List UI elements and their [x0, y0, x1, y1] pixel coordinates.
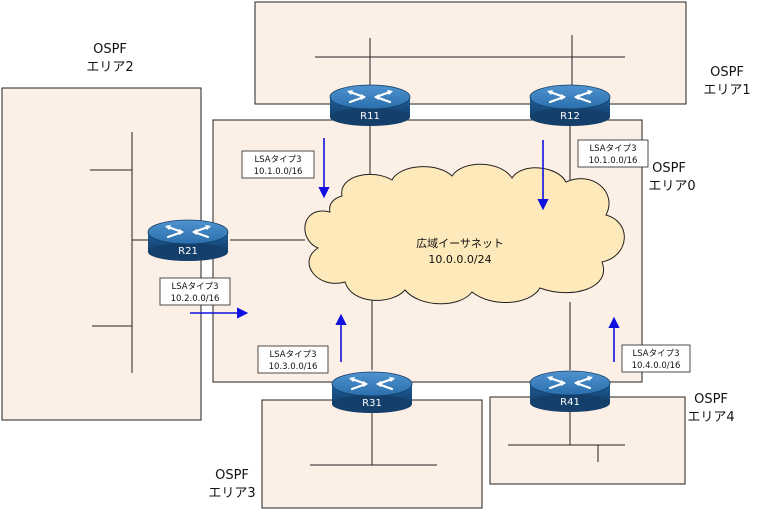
area0-label-line1: OSPF: [652, 161, 686, 176]
area4-label-line2: エリア4: [687, 410, 734, 425]
wan-cloud: [304, 163, 625, 305]
area1-label-line2: エリア1: [703, 83, 750, 98]
router-r31[interactable]: R31: [330, 370, 414, 415]
lsa-r12-type: LSAタイプ3: [589, 144, 636, 154]
lsa-r11-network: 10.1.0.0/16: [254, 167, 303, 177]
lsa-r41-type: LSAタイプ3: [632, 349, 679, 359]
router-r12-label: R12: [560, 111, 580, 122]
lsa-r31-type: LSAタイプ3: [269, 350, 316, 360]
router-r11[interactable]: R11: [328, 83, 412, 128]
router-r12[interactable]: R12: [528, 83, 612, 128]
router-r41[interactable]: R41: [528, 369, 612, 414]
lsa-r12-network: 10.1.0.0/16: [589, 156, 638, 166]
lsa-r41-network: 10.4.0.0/16: [632, 361, 681, 371]
lsa-label-r12: LSAタイプ3 10.1.0.0/16: [577, 139, 649, 168]
lsa-label-r21: LSAタイプ3 10.2.0.0/16: [159, 277, 231, 306]
area4-label-line1: OSPF: [694, 392, 728, 407]
lsa-r11-type: LSAタイプ3: [254, 155, 301, 165]
area0-label-line2: エリア0: [648, 179, 695, 194]
area4-box: [489, 396, 686, 485]
lsa-label-r31: LSAタイプ3 10.3.0.0/16: [257, 345, 329, 374]
area1-label-line1: OSPF: [710, 65, 744, 80]
area3-label-line1: OSPF: [215, 468, 249, 483]
lsa-label-r41: LSAタイプ3 10.4.0.0/16: [621, 344, 691, 373]
router-r21[interactable]: R21: [146, 218, 230, 263]
area2-label-line2: エリア2: [86, 60, 133, 75]
router-r21-label: R21: [178, 246, 198, 257]
router-r11-label: R11: [360, 111, 380, 122]
area3-label-line2: エリア3: [208, 486, 255, 501]
cloud-network: 10.0.0.0/24: [428, 253, 491, 266]
router-r41-label: R41: [560, 397, 580, 408]
area1-box: [254, 1, 687, 105]
lsa-label-r11: LSAタイプ3 10.1.0.0/16: [241, 150, 315, 179]
router-r31-label: R31: [362, 398, 382, 409]
lsa-r21-network: 10.2.0.0/16: [171, 294, 220, 304]
lsa-r31-network: 10.3.0.0/16: [269, 362, 318, 372]
cloud-name: 広域イーサネット: [416, 237, 504, 250]
area2-label-line1: OSPF: [93, 42, 127, 57]
lsa-r21-type: LSAタイプ3: [171, 282, 218, 292]
